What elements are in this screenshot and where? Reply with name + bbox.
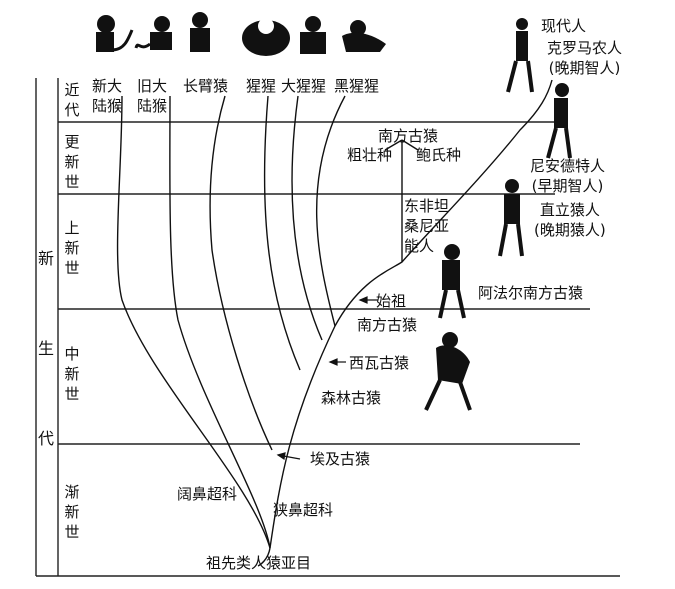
branch-human-lineage [269, 79, 553, 549]
branch-root [257, 547, 271, 567]
label-dryopithecus: 森林古猿 [321, 389, 382, 407]
label-gorilla: 大猩猩 [281, 77, 327, 95]
gibbon-silhouette-icon [190, 12, 210, 52]
neanderthal-figure-icon [498, 179, 524, 257]
cro-magnon-figure-icon [546, 83, 572, 159]
label-australopithecus-2: 南方古猿 [357, 316, 418, 334]
gorilla-silhouette-icon [300, 16, 326, 54]
label-gibbons: 长臂猿 [183, 77, 229, 95]
label-chimpanzee: 黑猩猩 [334, 77, 380, 95]
epoch-oligocene: 渐新世 [64, 483, 80, 541]
arrow-sivapithecus-head [328, 358, 338, 366]
arrow-aegyptopithecus-head [276, 452, 286, 461]
epoch-miocene: 中新世 [64, 345, 80, 403]
epoch-pleistocene: 更新世 [64, 133, 80, 191]
era-label-xin: 新生代 [36, 214, 56, 484]
branch-robust-split [384, 139, 419, 151]
label-orangutan: 猩猩 [246, 77, 277, 95]
label-boisei: 鲍氏种 [416, 146, 462, 164]
label-cro-magnon: 克罗马农人 (晚期智人) [547, 39, 623, 77]
label-catarrhini: 狭鼻超科 [273, 501, 334, 519]
label-aegyptopithecus: 埃及古猿 [310, 450, 371, 468]
branch-orangutan [263, 95, 301, 371]
label-ancestor: 始祖 [376, 292, 407, 310]
label-east-africa-habilis: 东非坦 桑尼亚 能人 [404, 197, 450, 255]
branch-gorilla [291, 95, 323, 341]
modern-human-figure-icon [506, 18, 534, 93]
dryopithecus-figure-icon [424, 332, 472, 411]
australopithecus-figure-icon [438, 244, 466, 319]
era-text: 新生代 [37, 249, 54, 448]
label-sivapithecus: 西瓦古猿 [349, 354, 410, 372]
branch-old-world-monkeys [169, 95, 271, 549]
macaque-silhouette-icon [134, 16, 172, 50]
orangutan-silhouette-icon [242, 18, 290, 56]
epoch-recent: 近代 [64, 81, 80, 119]
branch-gibbons [209, 95, 273, 451]
label-modern-human: 现代人 [541, 17, 587, 35]
label-root-suborder: 祖先类人猿亚目 [206, 554, 312, 572]
label-new-world-monkeys: 新大 陆猴 [92, 77, 123, 115]
chimpanzee-silhouette-icon [342, 20, 386, 52]
label-neanderthal: 尼安德特人 (早期智人) [530, 157, 606, 195]
label-erectus: 直立猿人 (晚期猿人) [534, 201, 606, 239]
arrow-ancestor-head [358, 296, 368, 304]
label-australopithecus: 南方古猿 [378, 127, 439, 145]
label-robustus: 粗壮种 [347, 146, 393, 164]
label-platyrrhini: 阔鼻超科 [177, 485, 238, 503]
branch-new-world-monkeys [116, 95, 271, 549]
monkey-silhouette-icon [96, 15, 134, 52]
epoch-pliocene: 上新世 [64, 219, 80, 277]
label-old-world-monkeys: 旧大 陆猴 [137, 77, 168, 115]
branch-chimpanzee [316, 95, 346, 327]
label-afarensis: 阿法尔南方古猿 [478, 284, 584, 302]
